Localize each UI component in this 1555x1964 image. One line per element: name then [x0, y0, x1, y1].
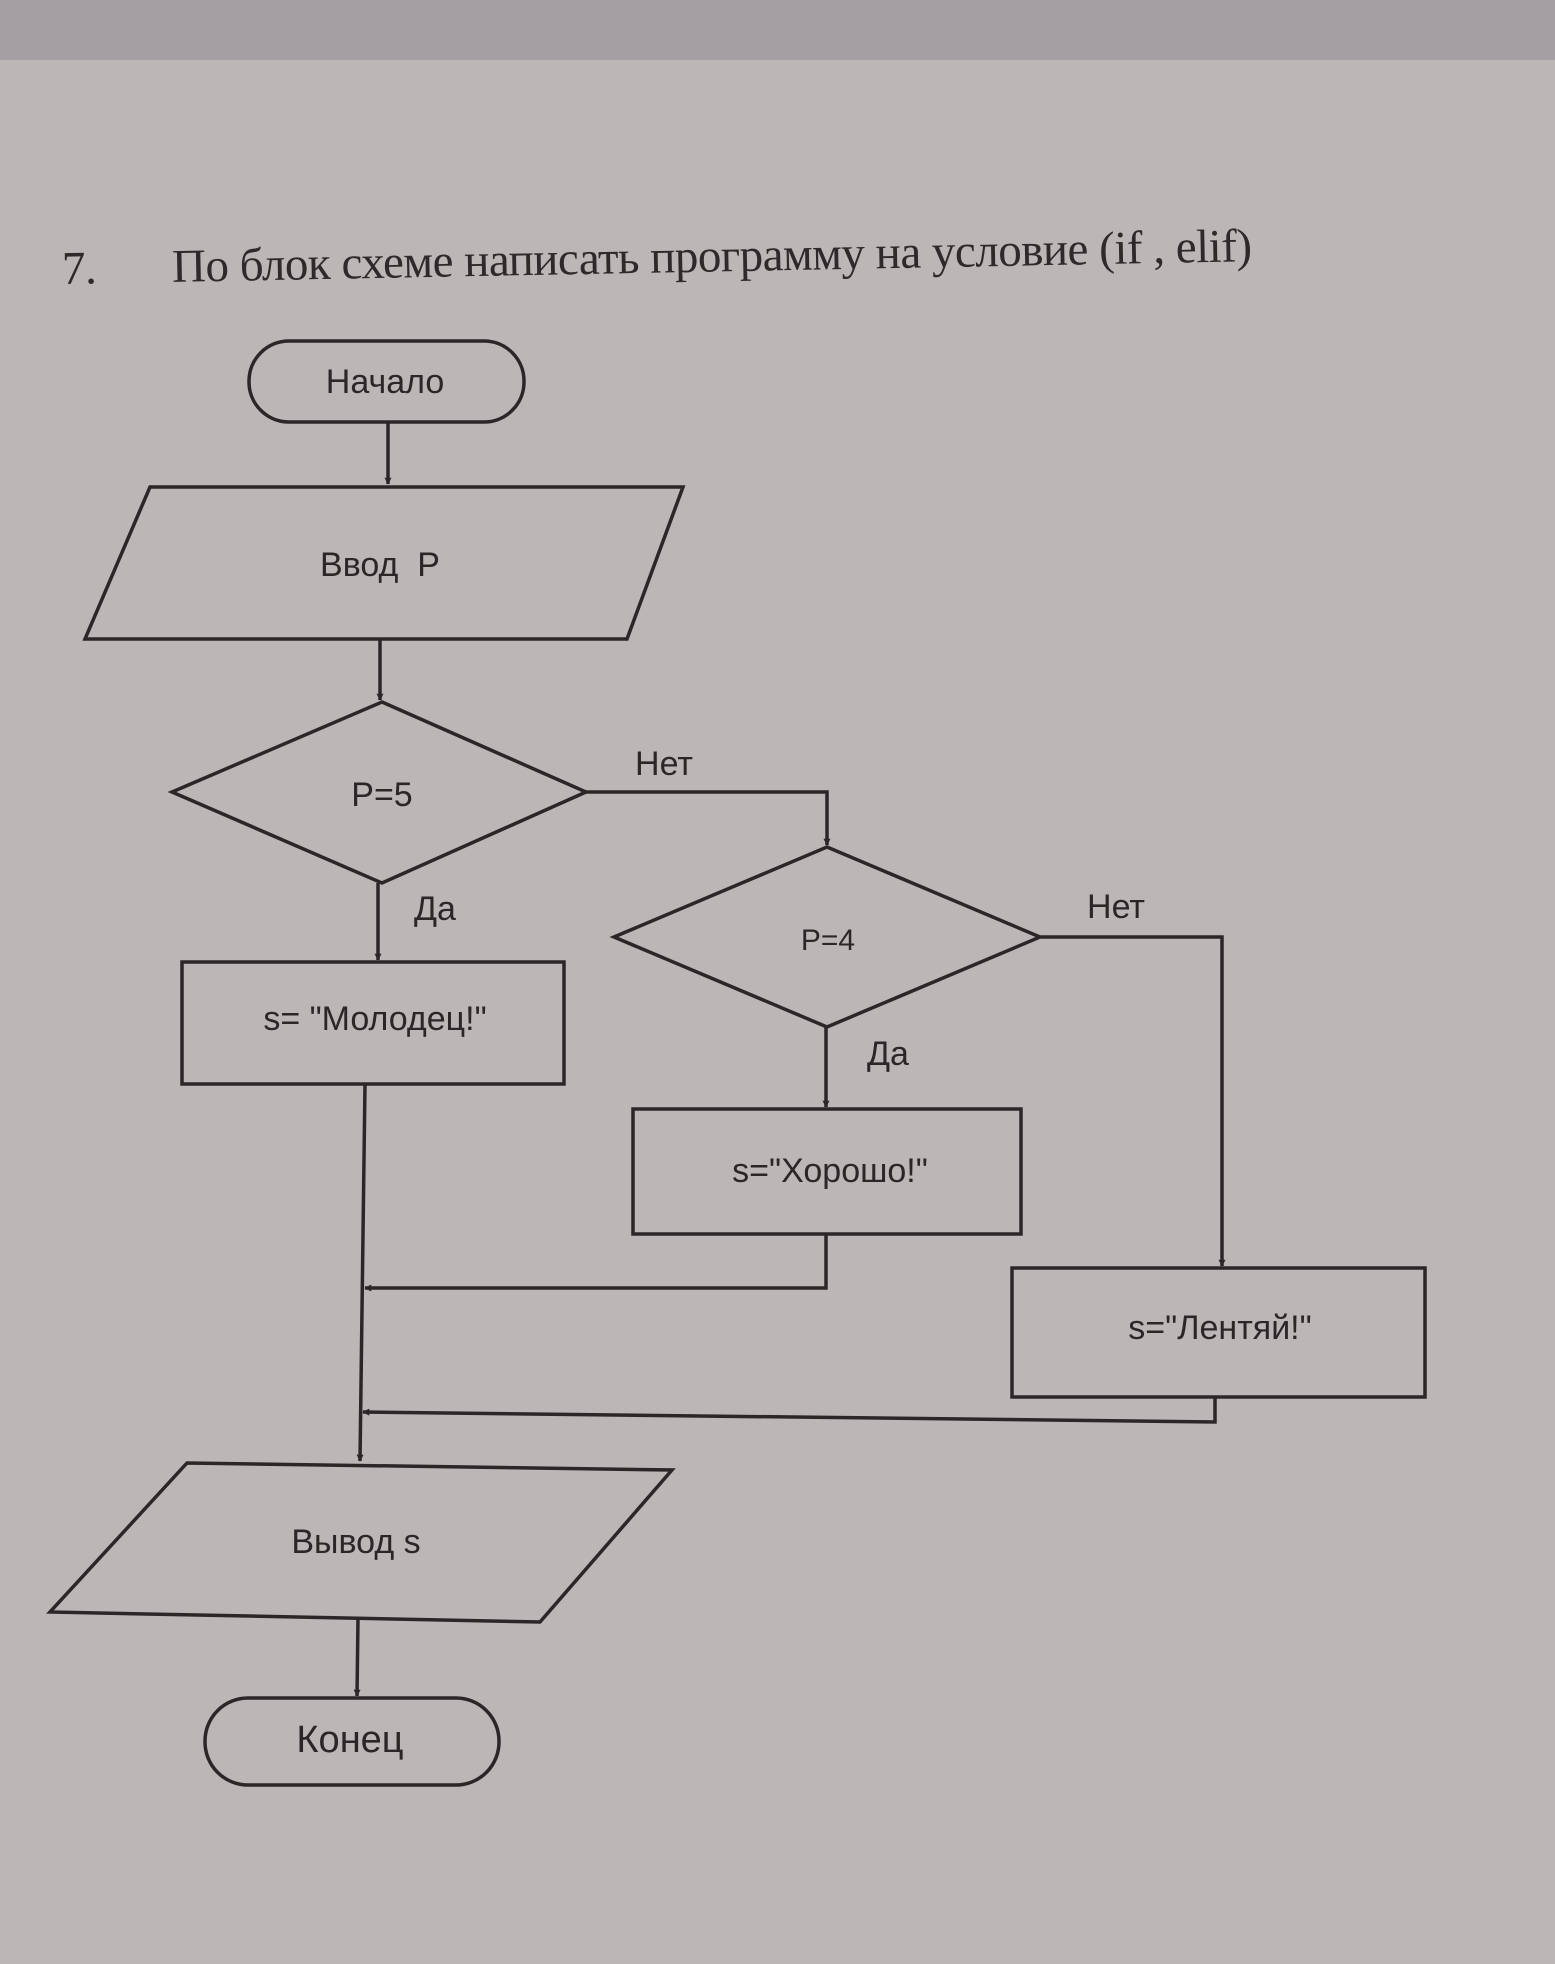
decision1-no-label: Нет: [635, 745, 693, 783]
output-label: Вывод s: [291, 1523, 420, 1561]
decision1-label: P=5: [351, 776, 412, 814]
assign2-label: s="Хорошо!": [732, 1152, 928, 1190]
output-block: [46, 1461, 676, 1624]
input-label: Ввод P: [320, 546, 440, 584]
end-terminal: [203, 1696, 501, 1787]
background-edge: [0, 0, 1555, 60]
assign3-block: [1010, 1266, 1427, 1399]
decision2-label: P=4: [801, 924, 855, 957]
main-trunk-line: [356, 1083, 367, 1462]
decision2-no-label: Нет: [1087, 888, 1145, 926]
decision1-diamond: [167, 700, 591, 885]
decision1-yes-label: Да: [414, 890, 456, 928]
start-label: Начало: [326, 363, 444, 401]
arrow-output-end: [353, 1617, 361, 1697]
assign3-label: s="Лентяй!": [1128, 1309, 1311, 1347]
assign1-block: [180, 960, 566, 1086]
arrow-decision2-no: [1040, 935, 1226, 1267]
decision2-yes-label: Да: [867, 1035, 909, 1073]
arrow-decision1-no: [586, 790, 831, 846]
end-label: Конец: [296, 1719, 403, 1761]
arrow-assign3-return: [362, 1397, 1217, 1424]
arrow-assign2-return: [364, 1234, 828, 1292]
input-block: [82, 485, 686, 641]
assign1-label: s= "Молодец!": [263, 1000, 486, 1038]
